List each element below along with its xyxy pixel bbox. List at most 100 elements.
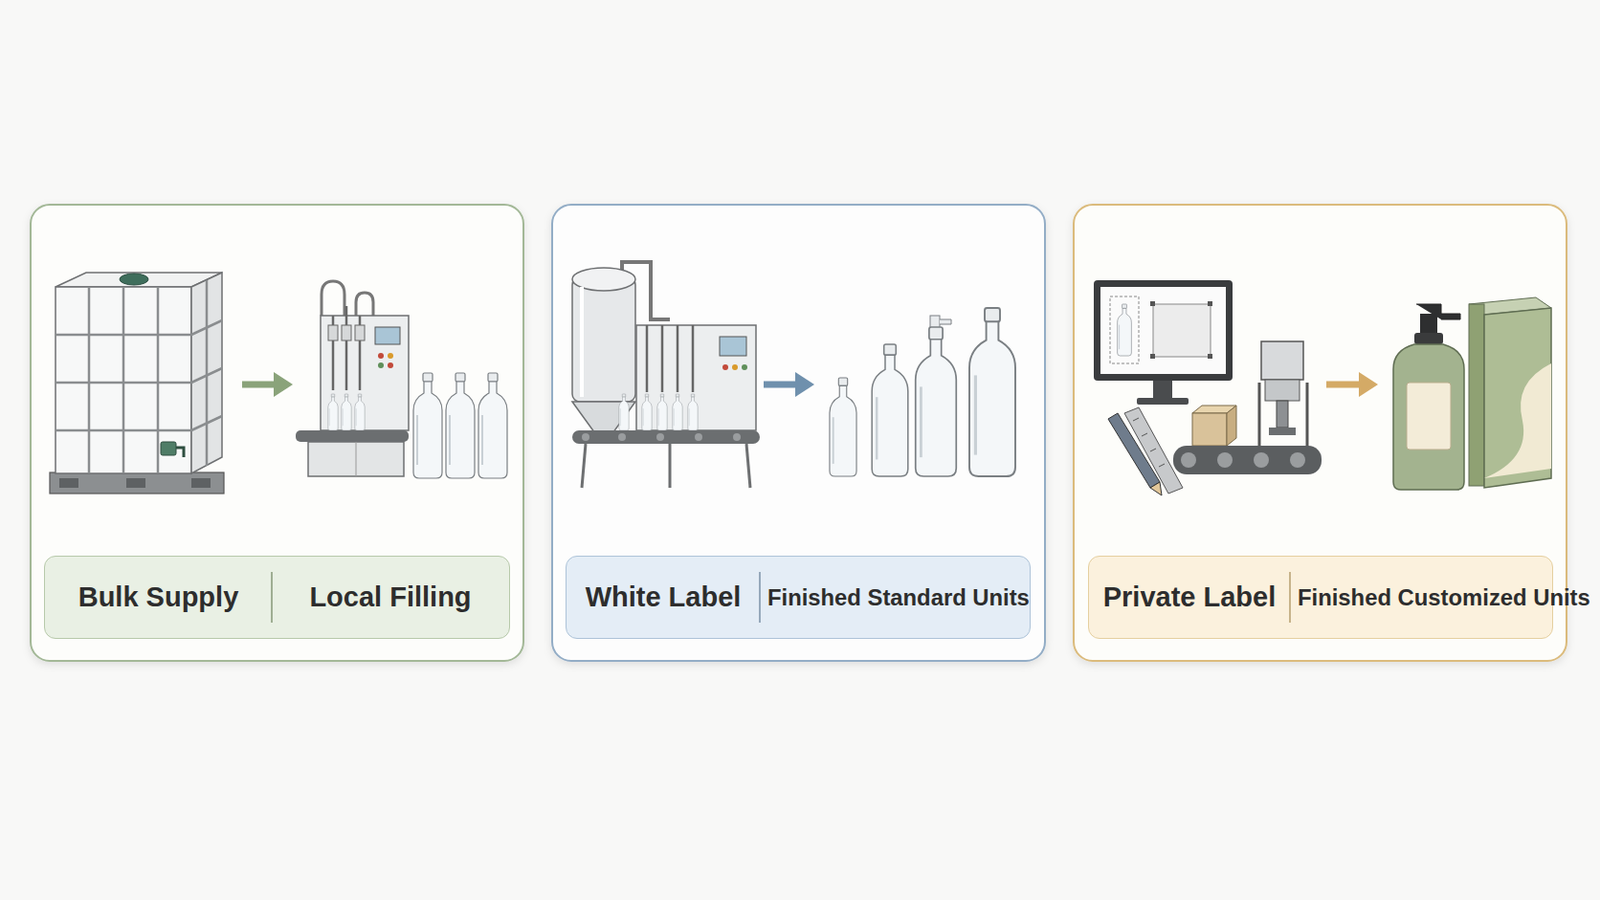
packing-machine <box>1253 452 1269 468</box>
production-line <box>581 444 586 489</box>
ibc-tote <box>55 381 192 385</box>
design-monitor <box>1110 296 1139 364</box>
model-name: Bulk Supply <box>78 581 240 614</box>
production-line <box>722 364 729 371</box>
ibc-tote <box>156 287 160 474</box>
branded-product <box>1468 304 1485 487</box>
standard-bottles <box>871 344 909 477</box>
ibc-tote <box>119 273 149 286</box>
model-name: Private Label <box>1103 581 1277 614</box>
standard-bottles <box>939 319 952 325</box>
pencil-ruler <box>1150 482 1162 496</box>
design-monitor <box>1150 301 1156 307</box>
flow-arrow <box>273 372 293 398</box>
model-description: Finished Standard Units <box>767 584 1030 612</box>
branded-product <box>1484 363 1552 479</box>
pencil-ruler <box>1108 407 1183 496</box>
packing-machine <box>1192 413 1227 446</box>
pencil-ruler <box>1158 464 1165 467</box>
design-monitor <box>1207 301 1213 307</box>
packing-machine <box>1180 452 1197 468</box>
packing-machine <box>1173 445 1322 475</box>
ibc-tote <box>55 429 192 433</box>
packing-machine <box>1217 452 1233 468</box>
filling-machine <box>375 327 400 345</box>
label-bar: Private LabelFinished Customized Units <box>1088 555 1554 640</box>
production-line <box>581 433 590 442</box>
panel-frames <box>552 204 1045 662</box>
production-line <box>618 433 626 442</box>
flow-arrow <box>242 381 278 389</box>
label-cell: Local Filling <box>271 556 510 639</box>
pencil-ruler <box>1150 448 1156 452</box>
packing-machine <box>1180 452 1306 468</box>
bottles <box>445 373 475 479</box>
filling-machine <box>295 430 409 443</box>
production-line <box>676 325 680 393</box>
ibc-tote <box>191 368 223 383</box>
design-monitor <box>1153 380 1173 400</box>
panel-frames <box>30 204 524 662</box>
ibc-tote <box>205 280 209 467</box>
ibc-tote <box>122 287 126 474</box>
ibc-tote <box>55 333 192 337</box>
production-line <box>668 444 672 489</box>
packing-machine <box>1306 382 1310 448</box>
production-line <box>657 394 667 431</box>
design-monitor <box>1093 280 1233 381</box>
ibc-tote <box>191 320 223 335</box>
design-monitor <box>1093 280 1233 405</box>
ibc-tote <box>49 272 224 494</box>
ibc-tote <box>176 447 184 458</box>
flow-arrow <box>1326 381 1363 389</box>
label-cell: Finished Standard Units <box>759 556 1038 639</box>
production-line <box>619 394 629 431</box>
packing-machine <box>1261 341 1304 380</box>
divider-line <box>270 572 273 623</box>
design-monitor <box>1150 354 1156 359</box>
filling-machine <box>295 281 409 477</box>
production-line <box>656 433 665 442</box>
production-line <box>642 394 652 431</box>
design-monitor <box>1100 287 1226 375</box>
production-line <box>719 336 747 356</box>
production-line <box>646 325 693 393</box>
divider-line <box>758 572 761 623</box>
filling-machine <box>387 362 394 369</box>
branded-product <box>1484 308 1552 489</box>
filling-machine <box>377 353 384 359</box>
model-description: Local Filling <box>309 581 471 614</box>
packing-machine <box>1276 400 1289 428</box>
production-line <box>581 433 741 442</box>
production-line <box>688 394 698 431</box>
ibc-tote <box>191 478 211 489</box>
filling-machine <box>387 353 394 359</box>
filling-machine <box>355 394 365 431</box>
flow-arrow <box>242 372 293 398</box>
production-line <box>732 364 738 371</box>
ibc-tote <box>191 272 223 474</box>
filling-machine <box>355 442 357 477</box>
filling-machine <box>355 325 365 341</box>
filling-machine <box>320 315 409 431</box>
bottles <box>413 373 508 479</box>
pencil-ruler <box>1133 418 1139 422</box>
packing-machine <box>1259 382 1308 448</box>
branded-product <box>1414 333 1444 345</box>
production-line <box>661 325 665 393</box>
filling-machine <box>328 325 338 341</box>
pencil-ruler <box>1124 407 1183 494</box>
bottles <box>478 373 508 479</box>
model-description: Finished Customized Units <box>1297 584 1591 612</box>
flow-arrow <box>1358 372 1378 398</box>
production-line <box>645 325 649 393</box>
production-line <box>636 325 756 431</box>
production-line <box>691 325 695 393</box>
design-monitor <box>1150 301 1213 359</box>
flow-arrow <box>1326 372 1378 398</box>
model-name: White Label <box>585 581 742 614</box>
label-cell: White Label <box>566 556 760 639</box>
label-bar: Bulk Supply Local Filling <box>44 555 511 640</box>
